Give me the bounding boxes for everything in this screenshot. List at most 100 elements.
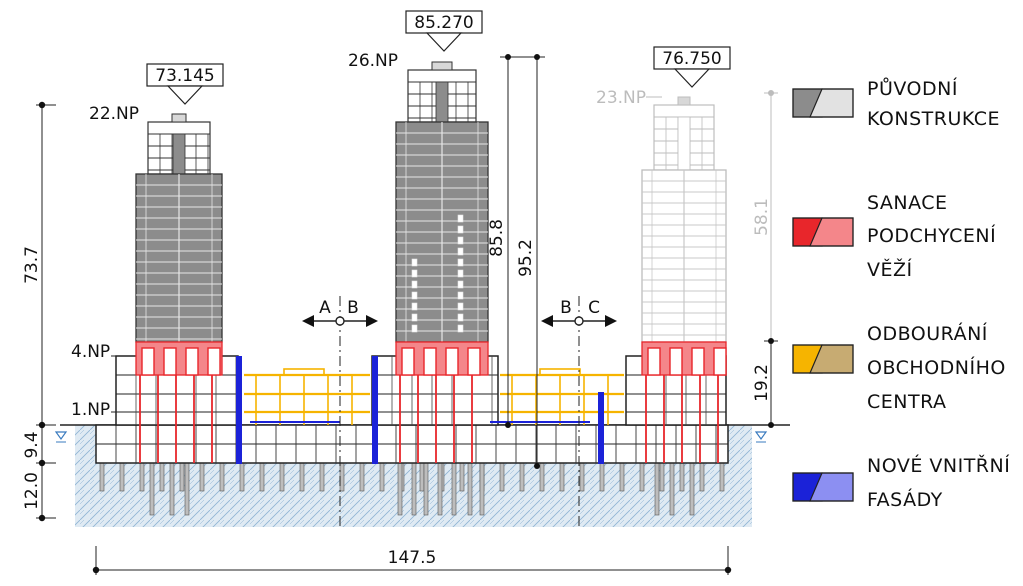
remediation-opening [691, 347, 705, 376]
deep-pile [669, 462, 675, 516]
legend-3-line2: FASÁDY [867, 488, 943, 511]
remediation-zones [135, 341, 727, 463]
remediation-opening [647, 347, 661, 376]
tower-window [411, 313, 418, 322]
pile [419, 462, 425, 492]
pile [279, 462, 285, 492]
tower-core [172, 133, 186, 175]
dimension-right-tower: 58.1 [752, 198, 772, 236]
pile [239, 462, 245, 492]
remediation-opening [669, 347, 683, 376]
tower-right [641, 96, 727, 343]
deep-pile [689, 462, 695, 516]
dimension-left-basement: 9.4 [22, 431, 42, 458]
facade-wall [372, 356, 378, 464]
section-ab-right-label: B [347, 298, 359, 318]
pile [339, 462, 345, 492]
remediation-opening [163, 347, 177, 376]
dimension-center-outer: 95.2 [516, 239, 536, 277]
pile [139, 462, 145, 492]
legend-item-demolition: ODBOURÁNÍ OBCHODNÍHO CENTRA [792, 322, 1005, 413]
dimension-center-inner: 85.8 [487, 219, 507, 257]
section-ab-left-label: A [319, 298, 331, 318]
deep-pile [654, 462, 660, 516]
remediation-opening [141, 347, 155, 376]
legend-0-line2: KONSTRUKCE [867, 108, 1000, 130]
remediation-opening [185, 347, 199, 376]
tower-window [411, 258, 418, 267]
pile [579, 462, 585, 492]
floor-label-1np: 1.NP [71, 400, 110, 420]
pile [99, 462, 105, 492]
pile [179, 462, 185, 492]
legend-item-original-construction: PŮVODNÍ KONSTRUKCE [792, 76, 1000, 130]
deep-pile [184, 462, 190, 516]
remediation-opening [423, 347, 437, 376]
tower-window [411, 302, 418, 311]
pile [459, 462, 465, 492]
legend-3-line1: NOVÉ VNITŘNÍ [867, 454, 1010, 477]
elevation-tag-right: 76.750 [653, 46, 731, 88]
tower-window [411, 269, 418, 278]
dimension-left-height: 73.7 [22, 246, 42, 284]
legend-1-line1: SANACE [867, 192, 948, 214]
deep-pile [479, 462, 485, 516]
pile [259, 462, 265, 492]
legend: PŮVODNÍ KONSTRUKCE SANACE PODCHYCENÍ VĚŽ… [792, 76, 1010, 511]
section-bc-right-label: C [588, 298, 600, 318]
tower-window [457, 313, 464, 322]
facade-wall [598, 392, 604, 464]
tower-window [457, 247, 464, 256]
elevation-center-label: 85.270 [414, 13, 473, 33]
dimension-left-foundation: 12.0 [22, 472, 42, 510]
tower-window [457, 269, 464, 278]
floor-label-right-top: 23.NP [596, 88, 646, 108]
tower-roof [171, 113, 187, 123]
tower-window [457, 225, 464, 234]
dimension-right-podium: 19.2 [752, 364, 772, 402]
floor-label-center-top: 26.NP [348, 51, 398, 71]
floor-label-4np: 4.NP [71, 342, 110, 362]
tower-window [457, 291, 464, 300]
legend-2-line1: ODBOURÁNÍ [867, 322, 988, 345]
elevation-left-label: 73.145 [155, 66, 214, 86]
tower-window [411, 280, 418, 289]
pile [639, 462, 645, 492]
legend-0-line1: PŮVODNÍ [867, 76, 958, 100]
new-inner-facades [236, 356, 604, 464]
pile [219, 462, 225, 492]
tower-window [457, 280, 464, 289]
pile [299, 462, 305, 492]
deep-pile [451, 462, 457, 516]
legend-item-remediation: SANACE PODCHYCENÍ VĚŽÍ [792, 192, 996, 281]
floor-label-left-top: 22.NP [89, 104, 139, 124]
dimension-total-width: 147.5 [388, 548, 437, 568]
pile [599, 462, 605, 492]
demolition-roof [283, 368, 325, 376]
pile [519, 462, 525, 492]
deep-pile [149, 462, 155, 516]
remediation-opening [401, 347, 415, 376]
tower-window [457, 258, 464, 267]
legend-1-line2: PODCHYCENÍ [867, 224, 996, 247]
deep-pile [437, 462, 443, 516]
pile [199, 462, 205, 492]
demolition-roof [539, 368, 581, 376]
deep-pile [169, 462, 175, 516]
pile [539, 462, 545, 492]
tower-window [457, 302, 464, 311]
water-level-symbol-right [754, 431, 768, 441]
pile [119, 462, 125, 492]
tower-window [457, 324, 464, 333]
tower-core [677, 116, 691, 171]
pile [499, 462, 505, 492]
remediation-opening [207, 347, 221, 376]
tower-core [435, 81, 449, 123]
deep-pile [467, 462, 473, 516]
section-marker-bc: B C [541, 296, 617, 528]
pile [619, 462, 625, 492]
pile [679, 462, 685, 492]
pile [719, 462, 725, 492]
